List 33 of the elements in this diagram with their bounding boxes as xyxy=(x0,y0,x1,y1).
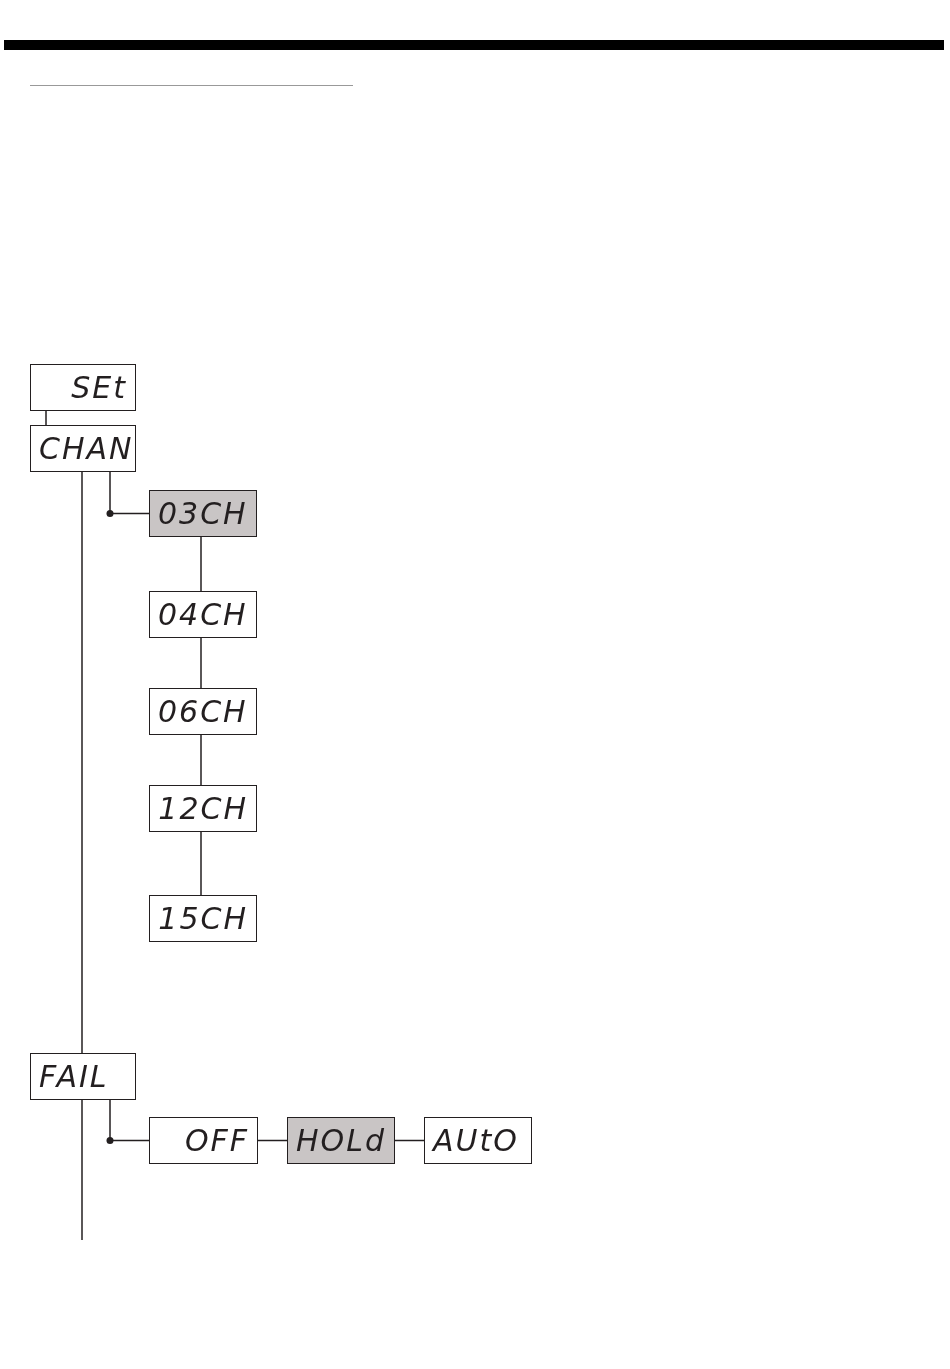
connector-line xyxy=(109,1099,150,1142)
display-text: 06CH xyxy=(158,696,248,727)
connector-line xyxy=(81,471,83,1054)
display-text: HOLd xyxy=(296,1125,386,1156)
display-box xyxy=(30,364,136,411)
connector-line xyxy=(200,831,202,896)
display-text: OFF xyxy=(184,1125,249,1156)
display-text: 03CH xyxy=(158,498,248,529)
display-box xyxy=(30,1053,136,1100)
connector-line xyxy=(45,410,47,426)
display-text: 04CH xyxy=(158,599,248,630)
display-text: SEt xyxy=(71,372,127,403)
display-text: CHAN xyxy=(39,433,134,464)
display-text: FAIL xyxy=(39,1061,109,1092)
display-box xyxy=(149,591,257,638)
connector-line xyxy=(394,1139,425,1142)
connector-line xyxy=(257,1139,288,1142)
display-box xyxy=(149,1117,258,1164)
connector-line xyxy=(200,734,202,786)
display-box xyxy=(149,895,257,942)
display-box xyxy=(30,425,136,472)
display-box xyxy=(287,1117,395,1164)
display-box xyxy=(424,1117,532,1164)
display-box xyxy=(149,490,257,537)
display-box xyxy=(149,688,257,735)
display-text: AUtO xyxy=(433,1125,519,1156)
connector-line xyxy=(200,536,202,592)
connector-line xyxy=(200,637,202,689)
connector-line xyxy=(109,471,150,515)
display-text: 15CH xyxy=(158,903,248,934)
connector-line xyxy=(81,1099,83,1241)
display-text: 12CH xyxy=(158,793,248,824)
display-box xyxy=(149,785,257,832)
